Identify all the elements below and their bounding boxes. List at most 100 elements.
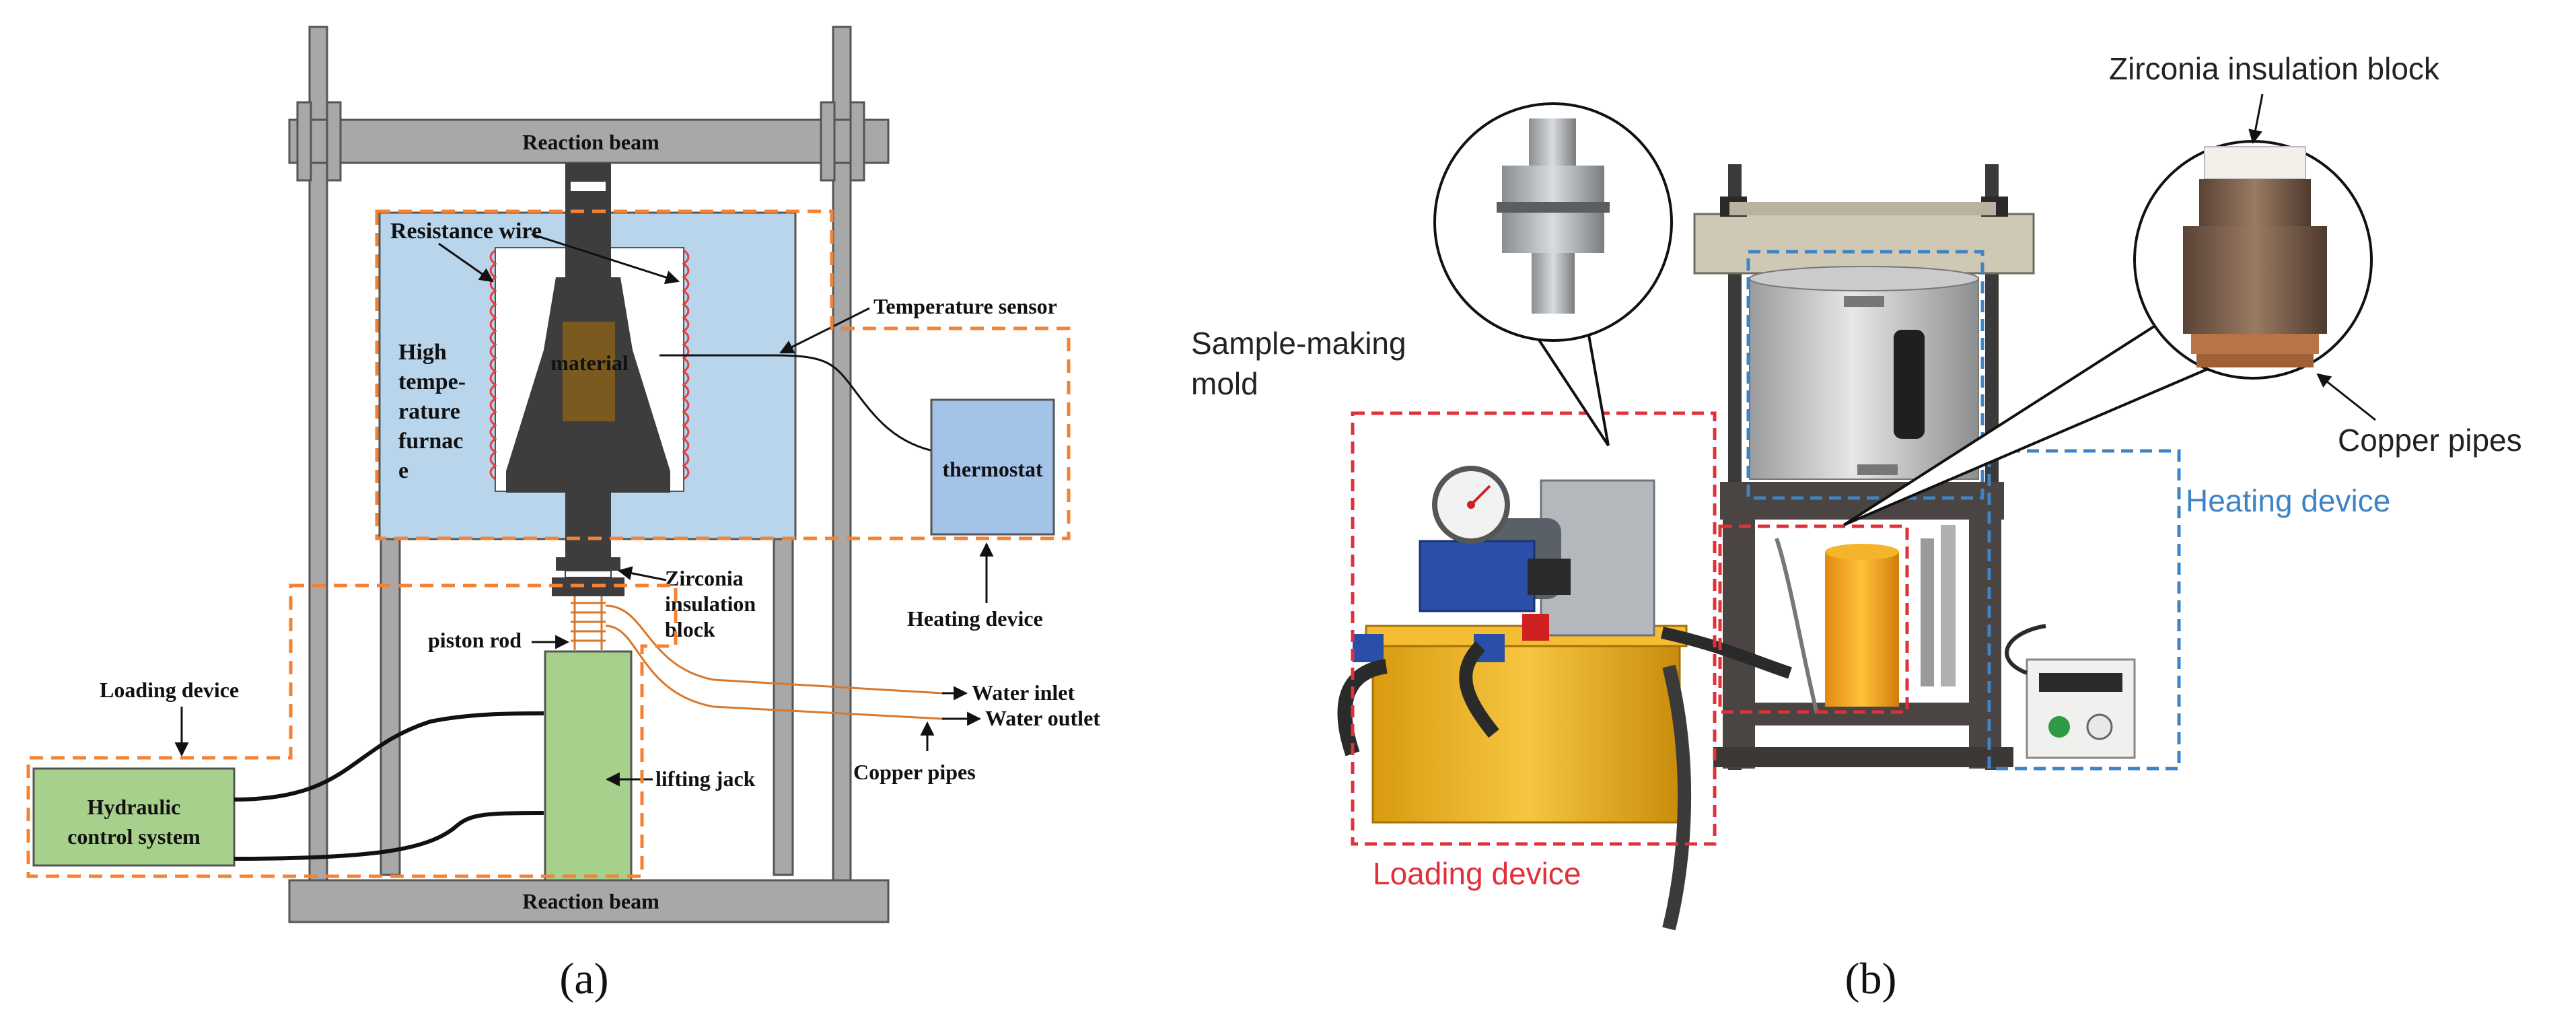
copper-coil <box>571 596 606 650</box>
label-reaction-beam-top: Reaction beam <box>522 130 659 154</box>
label-furnace-5: e <box>398 458 408 483</box>
arrow-resistance-wire-left <box>438 242 494 283</box>
arrow-zirconia-a <box>617 566 667 581</box>
heating-device-box-inner <box>1987 449 2181 771</box>
controller-button-green <box>2048 716 2070 738</box>
inner-column-left <box>380 537 401 876</box>
label-zirconia-b: Zirconia insulation block <box>2109 51 2440 86</box>
base-leg-left <box>1723 520 1755 769</box>
hydraulic-control-system <box>32 767 236 867</box>
loading-device-outline <box>26 583 678 878</box>
base-leg-right <box>1969 520 2001 769</box>
reaction-beam-bottom <box>288 879 890 923</box>
label-furnace-1: High <box>398 340 447 365</box>
zirconia-white-cap <box>2204 146 2306 180</box>
controller-knob <box>2086 713 2113 740</box>
label-reaction-beam-bottom: Reaction beam <box>522 889 659 913</box>
arrow-resistance-wire-right <box>531 233 680 285</box>
valve-block <box>1419 540 1536 612</box>
label-copper-pipes-a: Copper pipes <box>853 760 976 784</box>
label-sample-mold-2: mold <box>1191 366 1258 401</box>
hydraulic-hose-photo <box>1459 641 1499 738</box>
furnace-drum <box>1749 277 1979 480</box>
label-zirconia-a-2: insulation <box>665 592 756 616</box>
pressure-gauge-needle <box>1470 485 1491 506</box>
furnace-latch <box>1844 296 1884 307</box>
hydraulic-hose-2 <box>234 811 544 861</box>
platen <box>552 577 624 596</box>
panel-b-photo: Loading device Heating device Sample-mak… <box>1191 51 2522 1003</box>
blue-fitting <box>1353 634 1384 662</box>
label-hydraulic-2: control system <box>67 824 201 849</box>
beam-clamp <box>820 101 836 182</box>
label-temperature-sensor: Temperature sensor <box>873 294 1057 318</box>
resistance-wire-right <box>682 249 690 481</box>
temperature-controller-display <box>2039 673 2122 692</box>
label-heating-device-b: Heating device <box>2186 483 2390 518</box>
mold-photo-top <box>1529 118 1576 166</box>
caption-a: (a) <box>559 954 608 1003</box>
thermostat <box>930 398 1055 536</box>
label-water-inlet: Water inlet <box>972 680 1075 705</box>
top-rod-slot <box>571 182 606 191</box>
label-copper-pipes-b: Copper pipes <box>2338 423 2522 458</box>
beam-clamp <box>326 101 342 182</box>
hydraulic-hose-photo <box>1337 659 1388 756</box>
label-loading-device-a: Loading device <box>100 678 239 702</box>
furnace-latch <box>1857 464 1898 475</box>
label-zirconia-a-1: Zirconia <box>665 566 744 590</box>
material-sample <box>563 322 615 421</box>
water-outlet-pipe <box>605 625 943 720</box>
label-heating-device-a: Heating device <box>907 606 1043 631</box>
caption-b: (b) <box>1845 954 1897 1003</box>
mold-photo-ring <box>1497 202 1610 213</box>
top-rod <box>565 163 611 277</box>
copper-pipe-ring <box>2196 354 2314 367</box>
inner-column-right <box>773 537 794 876</box>
temperature-sensor-wire <box>659 354 940 454</box>
label-loading-device-b: Loading device <box>1373 856 1581 891</box>
label-furnace-3: rature <box>398 399 460 424</box>
label-sample-mold-1: Sample-making <box>1191 326 1406 361</box>
hydraulic-hose-1 <box>234 711 544 802</box>
hydraulic-hose-photo <box>1662 664 1692 931</box>
jack-cylinder <box>1825 552 1899 707</box>
callout-copper-tail <box>1842 308 2221 526</box>
loading-device-box <box>1351 411 1717 846</box>
resistance-wire-left <box>489 249 497 481</box>
label-piston-rod: piston rod <box>428 628 522 652</box>
beam-clamp <box>849 101 865 182</box>
panel-a-schematic: Reaction beam Reaction beam material <box>26 26 1100 1003</box>
red-valve <box>1522 614 1549 641</box>
label-material: material <box>550 351 629 375</box>
base-floor-plate <box>1713 747 2013 767</box>
mold-photo-bottom <box>1532 253 1575 314</box>
copper-lower <box>2183 226 2327 334</box>
arrow-temperature-sensor <box>779 307 870 354</box>
arrow-copper-pipes-b <box>2316 373 2376 421</box>
label-hydraulic-1: Hydraulic <box>87 795 181 819</box>
copper-upper <box>2199 179 2311 226</box>
bottom-rod <box>565 493 611 557</box>
loading-device-box-inner <box>1718 524 1909 714</box>
water-inlet-pipe <box>605 604 943 695</box>
zirconia-block-white <box>565 570 612 578</box>
beam-clamp <box>296 101 312 182</box>
label-zirconia-a-3: block <box>665 617 715 641</box>
copper-pipe-ring <box>2191 334 2319 354</box>
lifting-jack <box>544 650 633 882</box>
heating-device-box <box>1746 250 1984 500</box>
sensor-rod <box>1921 538 1934 686</box>
label-lifting-jack: lifting jack <box>655 767 756 791</box>
pump-tank <box>1371 638 1681 824</box>
hydraulic-hose-photo <box>1661 627 1792 679</box>
frame-top-plate <box>1729 202 1996 215</box>
jack-cylinder-top <box>1825 544 1899 560</box>
label-furnace-4: furnac <box>398 429 463 454</box>
frame-top-beam <box>1693 213 2035 275</box>
valve-solenoid <box>1528 559 1571 595</box>
furnace-window <box>1894 330 1925 439</box>
label-furnace-2: tempe- <box>398 369 466 394</box>
label-resistance-wire: Resistance wire <box>390 219 542 244</box>
